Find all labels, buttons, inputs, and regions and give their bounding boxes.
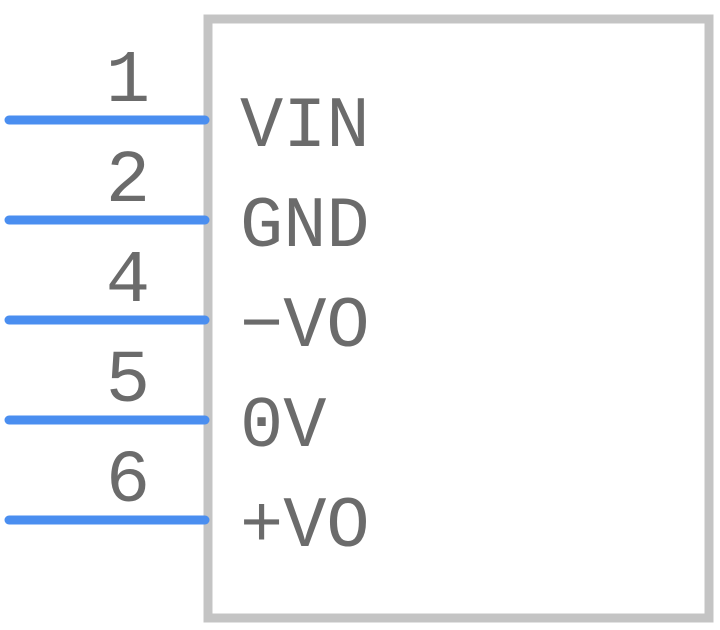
pin-number: 2 (106, 140, 150, 224)
pin-number: 5 (106, 340, 150, 424)
pin-6: 6 +VO (4, 440, 370, 568)
pin-name: GND (240, 186, 370, 268)
pin-number: 6 (106, 440, 150, 524)
pin-name: +VO (240, 486, 370, 568)
pin-1: 1 VIN (4, 40, 370, 168)
pin-2: 2 GND (4, 140, 370, 268)
pin-name: VIN (240, 86, 370, 168)
pin-number: 4 (106, 240, 150, 324)
pin-number: 1 (106, 40, 150, 124)
pin-5: 5 0V (4, 340, 326, 468)
pin-name: 0V (240, 386, 326, 468)
component-body (203, 14, 714, 623)
pin-name: −VO (240, 286, 370, 368)
pin-4: 4 −VO (4, 240, 370, 368)
